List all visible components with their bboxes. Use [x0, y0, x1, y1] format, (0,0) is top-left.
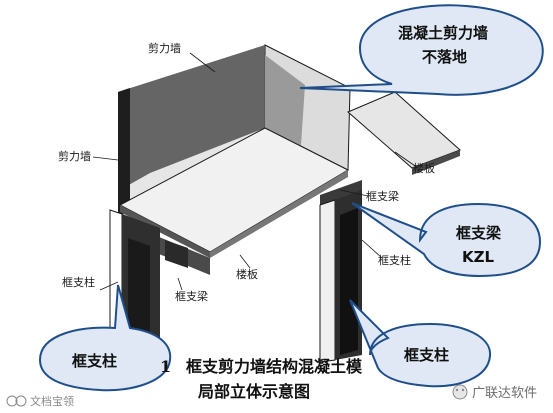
left-transfer-beam-end: [165, 240, 188, 268]
main-floor-slab-edge-right: [210, 170, 348, 258]
caption-line2: 局部立体示意图: [198, 382, 310, 401]
callout-left-column: 框支柱: [38, 284, 172, 392]
label-frame-column-right: 框支柱: [378, 253, 411, 267]
wechat-icon: [452, 384, 468, 400]
watermark-right: 广联达软件: [452, 384, 537, 401]
label-frame-beam-bottom: 框支梁: [175, 289, 208, 303]
right-frame-column-inner: [340, 208, 358, 355]
watermark-left-icon: [6, 395, 18, 407]
watermark-right-text: 广联达软件: [472, 386, 537, 401]
callout-kzl-bubble: [351, 202, 542, 278]
caption-line1: 框支剪力墙结构混凝土模: [186, 357, 363, 376]
main-floor-slab-edge: [120, 205, 210, 258]
label-frame-column-left: 框支柱: [62, 275, 95, 289]
right-frame-column-front: [319, 199, 336, 363]
callout-wall-not-landing-bubble: [299, 4, 544, 96]
callout-kzl: 框支梁 KZL: [351, 202, 542, 278]
figure-caption: 1 框支剪力墙结构混凝土模 局部立体示意图: [160, 357, 363, 401]
callout-kzl-line1: 框支梁: [456, 224, 502, 242]
callout-right-column-bubble: [349, 299, 492, 388]
callout-left-column-bubble: [38, 284, 172, 392]
callout-right-column: 框支柱: [349, 299, 492, 388]
callout-right-column-text: 框支柱: [404, 346, 449, 364]
callout-kzl-line2: KZL: [462, 248, 495, 266]
caption-figure-number: 1: [160, 357, 171, 376]
watermark-left: 文档宝领: [6, 394, 74, 408]
callout-left-column-text: 框支柱: [72, 352, 117, 370]
watermark-left-text: 文档宝领: [30, 394, 74, 408]
label-frame-beam-right: 框支梁: [366, 189, 399, 203]
label-shear-wall-left: 剪力墙: [58, 149, 91, 163]
left-shear-wall: [118, 88, 130, 216]
callout-wall-not-landing-line1: 混凝土剪力墙: [398, 24, 488, 42]
callout-wall-not-landing: 混凝土剪力墙 不落地: [299, 4, 544, 96]
callout-wall-not-landing-line2: 不落地: [422, 48, 467, 66]
label-leaders: [92, 52, 419, 291]
label-floor-slab-right: 楼板: [413, 161, 435, 175]
label-shear-wall-top: 剪力墙: [148, 41, 181, 55]
label-floor-slab-bottom: 楼板: [236, 267, 258, 281]
upper-floor-slab-edge: [412, 150, 460, 175]
back-shear-wall-left-face: [118, 45, 265, 190]
left-shear-wall-face: [130, 45, 265, 212]
